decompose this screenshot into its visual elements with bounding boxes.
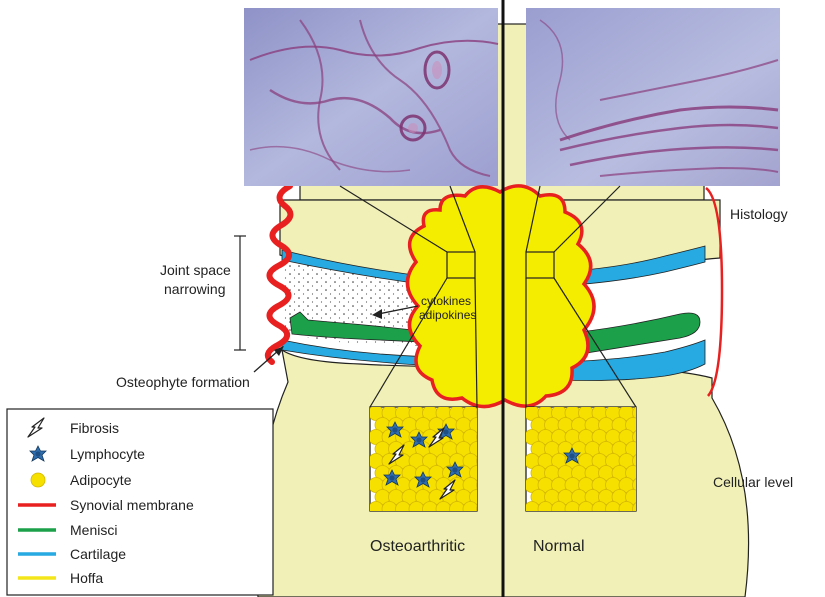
legend-label-synovial: Synovial membrane (70, 497, 194, 513)
legend-label-fibrosis: Fibrosis (70, 420, 119, 436)
legend-label-menisci: Menisci (70, 522, 117, 538)
osteoarthritic-label: Osteoarthritic (370, 538, 465, 555)
cytokines-label: cytokines (421, 294, 471, 308)
joint-space-label-2: narrowing (164, 281, 225, 297)
legend-label-hoffa: Hoffa (70, 570, 103, 586)
joint-space-label-1: Joint space (160, 262, 231, 278)
legend-label-adipocyte: Adipocyte (70, 472, 132, 488)
legend-label-cartilage: Cartilage (70, 546, 126, 562)
legend: Fibrosis Lymphocyte Adipocyte Synovial m… (7, 409, 273, 595)
adipokines-label: adipokines (419, 308, 476, 322)
adipocyte-icon (31, 473, 45, 487)
cellular-level-label: Cellular level (713, 474, 793, 490)
histology-label: Histology (730, 206, 788, 222)
legend-label-lymphocyte: Lymphocyte (70, 446, 145, 462)
joint-space-bracket (234, 236, 246, 350)
osteophyte-label: Osteophyte formation (116, 374, 250, 390)
histology-image-normal (526, 8, 780, 186)
histology-image-oa (244, 8, 498, 186)
normal-label: Normal (533, 538, 585, 555)
